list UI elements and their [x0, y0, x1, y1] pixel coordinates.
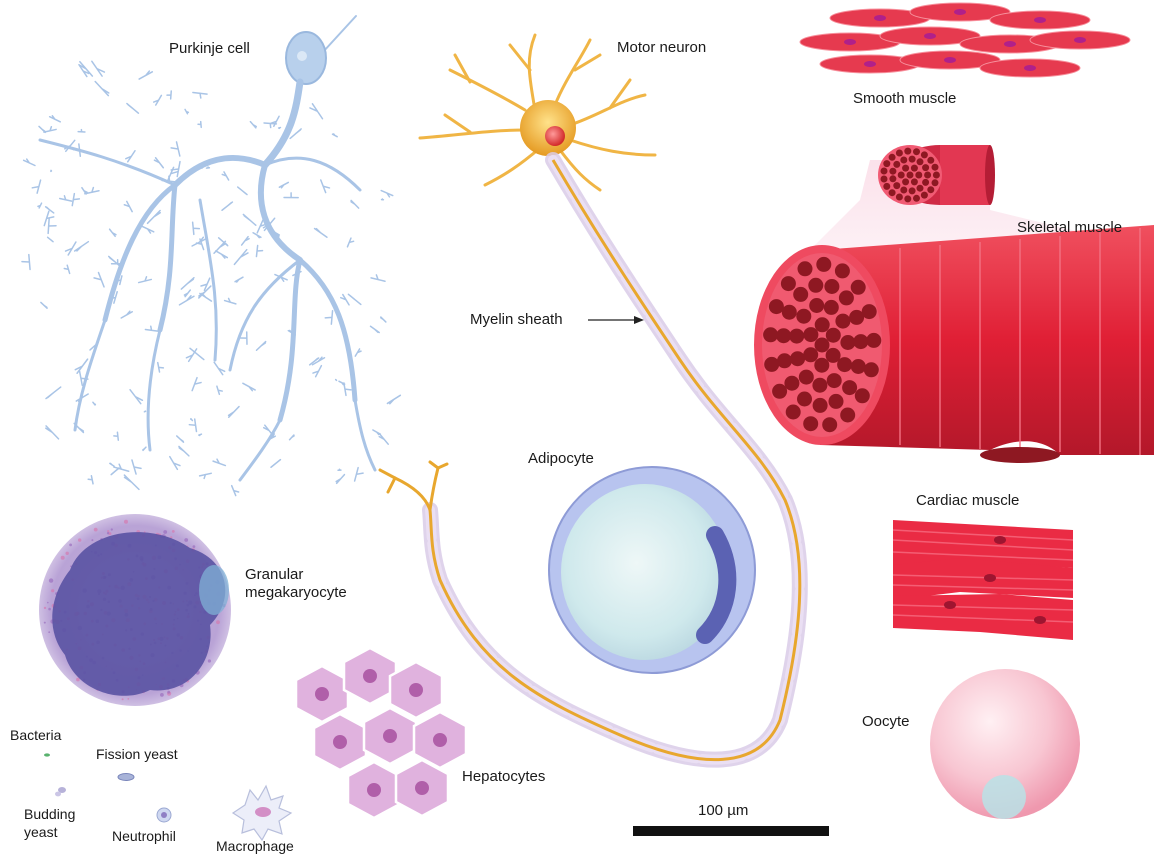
label-purkinje-cell: Purkinje cell [169, 40, 250, 57]
granular-megakaryocyte [39, 514, 231, 706]
label-smooth-muscle: Smooth muscle [853, 90, 956, 107]
label-myelin-sheath: Myelin sheath [470, 311, 563, 328]
smooth-muscle [800, 3, 1130, 77]
budding-yeast [55, 787, 66, 796]
motor-neuron [420, 35, 655, 190]
label-cardiac-muscle: Cardiac muscle [916, 492, 1019, 509]
oocyte [930, 669, 1080, 819]
label-fission-yeast: Fission yeast [96, 746, 178, 762]
neutrophil [157, 808, 171, 822]
label-macrophage: Macrophage [216, 838, 294, 854]
label-scale-bar: 100 µm [698, 802, 748, 819]
fission-yeast [118, 774, 134, 781]
label-adipocyte: Adipocyte [528, 450, 594, 467]
bacteria [44, 753, 50, 756]
myelin-sheath-pointer [588, 316, 644, 324]
label-skeletal-muscle: Skeletal muscle [1017, 219, 1122, 236]
hepatocytes [296, 648, 466, 818]
myofibril-bundle [878, 145, 995, 205]
label-hepatocytes: Hepatocytes [462, 768, 545, 785]
label-budding-yeast-line1: Budding [24, 806, 75, 822]
label-granular-megakaryocyte-line2: megakaryocyte [245, 584, 347, 601]
skeletal-muscle [754, 145, 1154, 463]
adipocyte [549, 467, 755, 673]
label-oocyte: Oocyte [862, 713, 910, 730]
purkinje-cell [22, 16, 400, 496]
label-neutrophil: Neutrophil [112, 828, 176, 844]
label-bacteria: Bacteria [10, 727, 61, 743]
cardiac-muscle [893, 520, 1073, 640]
label-budding-yeast-line2: yeast [24, 824, 57, 840]
macrophage [233, 786, 291, 840]
scale-bar [633, 826, 829, 836]
label-motor-neuron: Motor neuron [617, 39, 706, 56]
label-granular-megakaryocyte-line1: Granular [245, 566, 303, 583]
